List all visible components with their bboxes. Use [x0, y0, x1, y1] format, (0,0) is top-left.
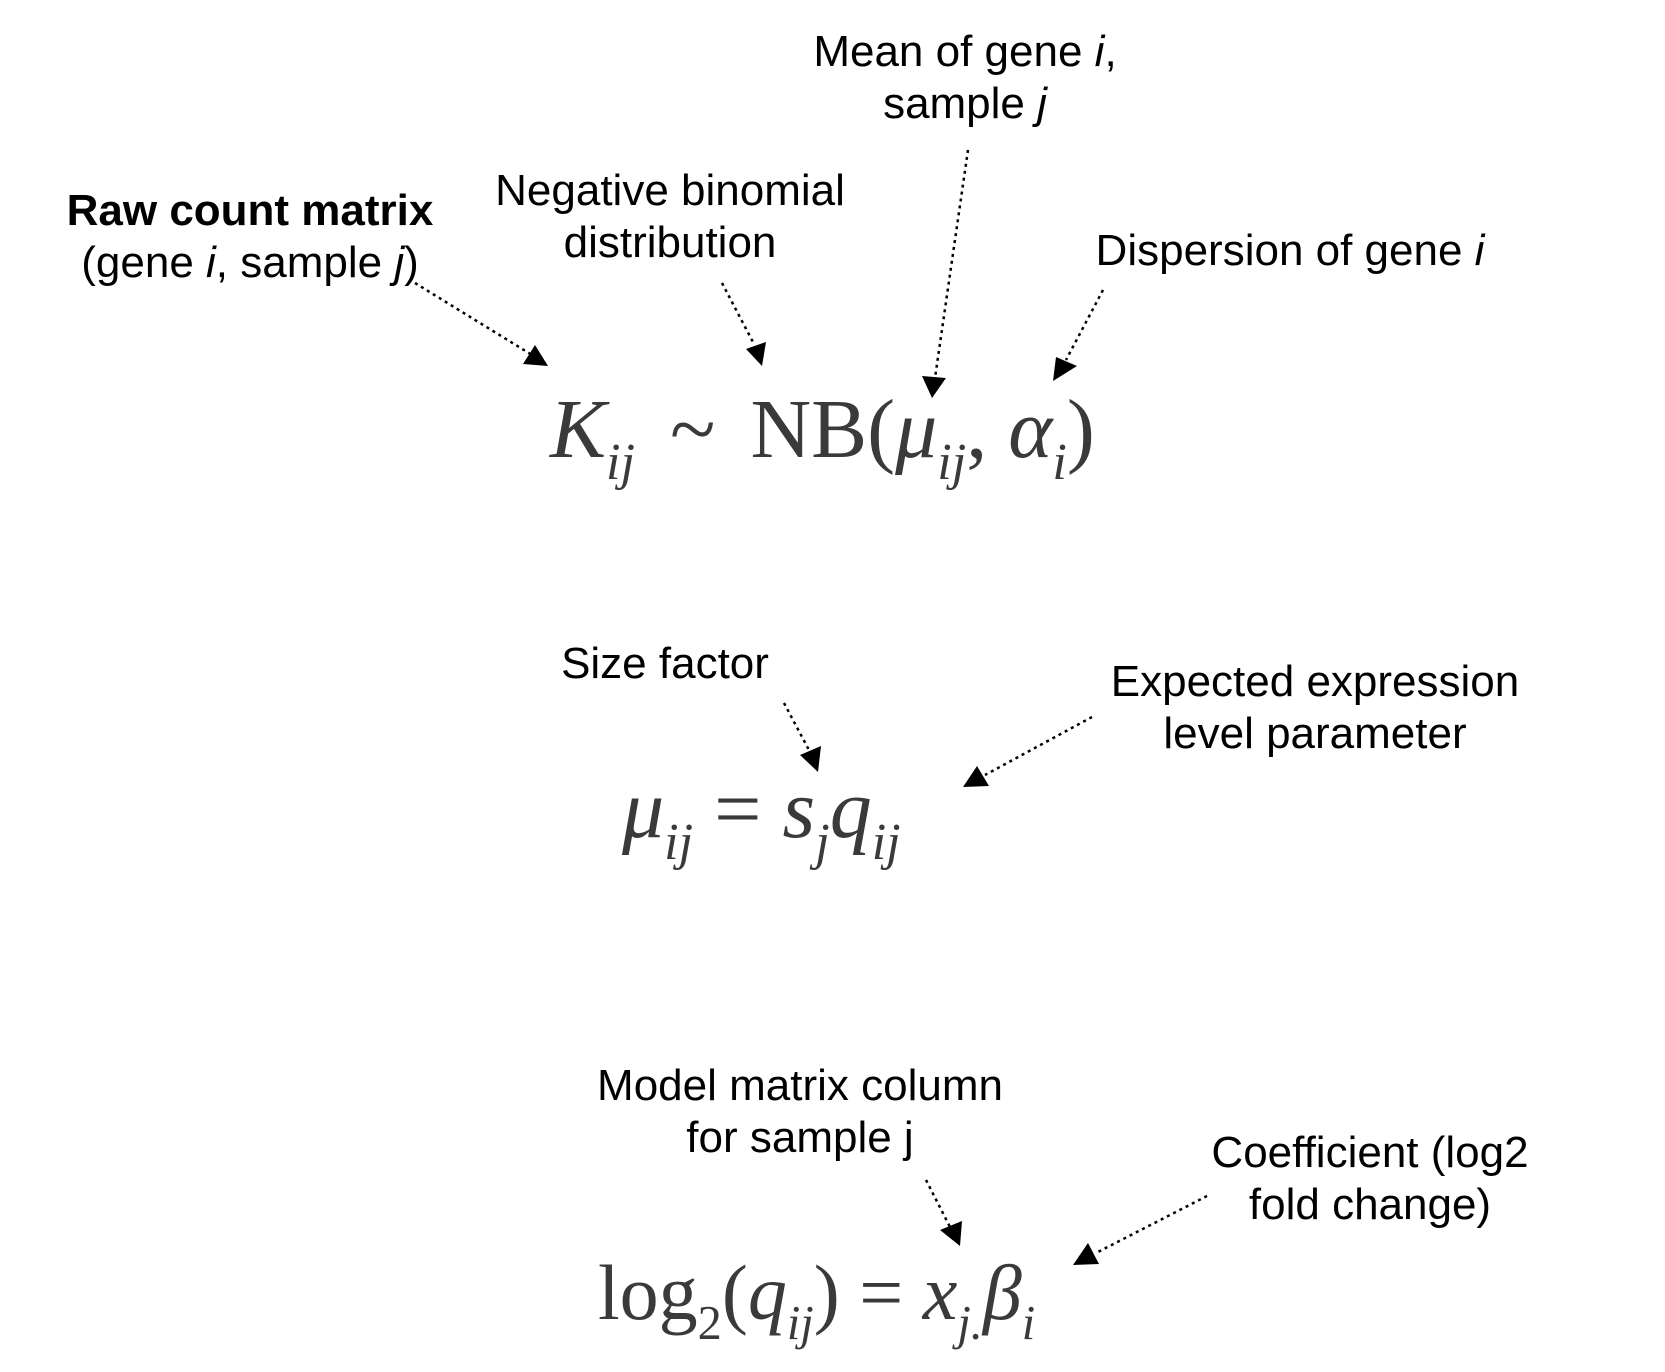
equation-mean-decomposition: μij = sjqij — [622, 763, 901, 871]
equation-log-linear-model: log2(qij) = xj.βi — [598, 1249, 1036, 1351]
label-mean: Mean of gene i, sample j — [813, 27, 1117, 128]
label-negative-binomial: Negative binomial distribution — [495, 166, 845, 267]
label-expected-expression: Expected expression level parameter — [1110, 657, 1520, 758]
arrow-mean — [922, 149, 970, 398]
arrow-size-factor — [782, 702, 821, 772]
label-model-matrix: Model matrix column for sample j — [597, 1061, 1003, 1162]
label-dispersion: Dispersion of gene i — [1095, 226, 1485, 275]
raw-count-subtitle: (gene i, sample j) — [81, 238, 419, 287]
arrow-model-matrix — [924, 1179, 962, 1246]
raw-count-title: Raw count matrix — [66, 186, 434, 235]
label-size-factor: Size factor — [561, 639, 769, 688]
label-coefficient: Coefficient (log2 fold change) — [1211, 1128, 1529, 1229]
equation-negative-binomial: Kij ~ NB(μij, αi) — [550, 383, 1095, 491]
arrow-raw-count — [414, 281, 548, 366]
label-raw-count-matrix: Raw count matrix (gene i, sample j) — [40, 185, 460, 289]
arrow-dispersion — [1053, 289, 1105, 381]
arrow-neg-binom — [720, 282, 766, 366]
arrow-expected-expr — [963, 715, 1093, 787]
arrow-coefficient — [1073, 1194, 1208, 1265]
